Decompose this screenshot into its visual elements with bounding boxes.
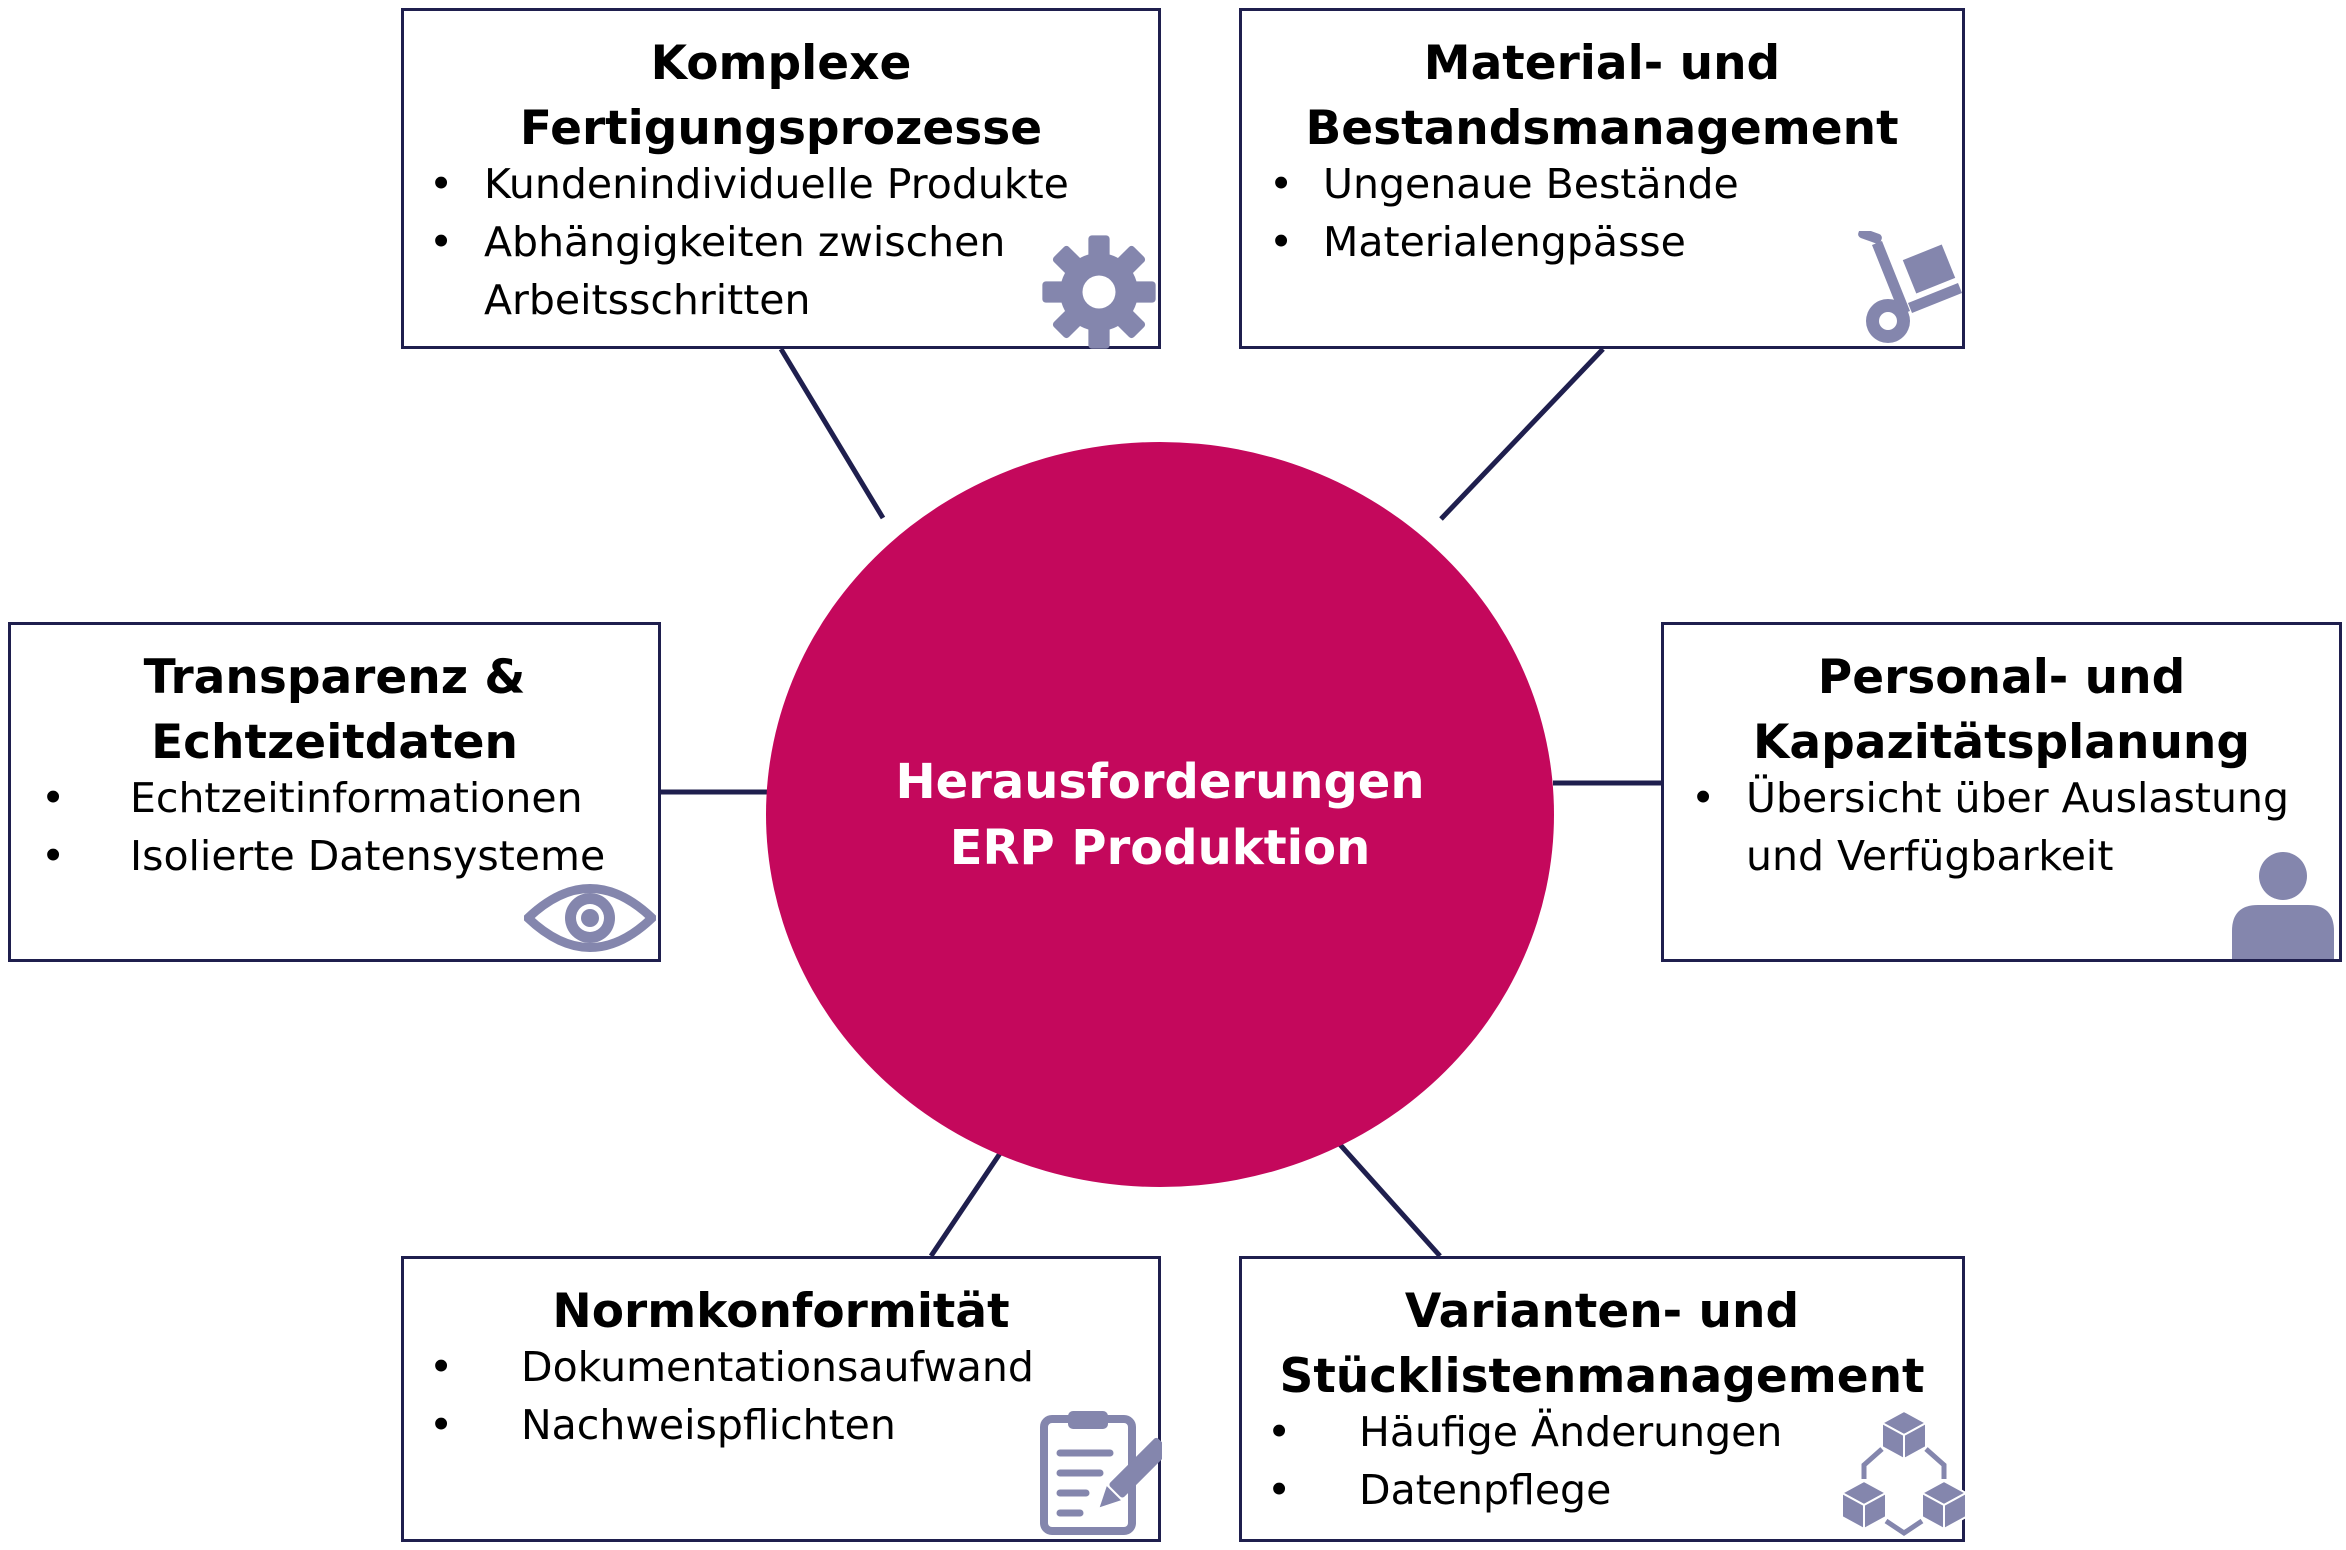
connector-material	[1439, 347, 1605, 521]
box-title: Komplexe Fertigungsprozesse	[519, 36, 1043, 156]
list-item: • Dokumentationsaufwand	[429, 1343, 1034, 1391]
list-item: • Nachweispflichten	[429, 1401, 896, 1449]
person-icon	[2230, 851, 2336, 959]
box-title: Material- und Bestandsmanagement	[1305, 36, 1899, 156]
list-item: • Kundenindividuelle Produkte	[429, 160, 1069, 208]
box-fertigungsprozesse: Komplexe Fertigungsprozesse • Kundenindi…	[401, 8, 1161, 349]
box-normkonformitaet: Normkonformität • Dokumentationsaufwand …	[401, 1256, 1162, 1542]
box-kapazitaetsplanung: Personal- und Kapazitätsplanung • Übersi…	[1661, 622, 2342, 962]
box-stuecklistenmanagement: Varianten- und Stücklistenmanagement • H…	[1239, 1256, 1968, 1542]
bullet-list: • Echtzeitinformationen • Isolierte Date…	[11, 769, 658, 885]
center-title-line2: ERP Produktion	[949, 819, 1371, 876]
list-item: • Materialengpässe	[1269, 218, 1686, 266]
bullet-list: • Dokumentationsaufwand • Nachweispflich…	[404, 1338, 1158, 1454]
eye-icon	[524, 881, 656, 955]
box-bestandsmanagement: Material- und Bestandsmanagement • Ungen…	[1239, 8, 1965, 349]
list-item: • Übersicht über Auslastung und Verfügba…	[1691, 774, 2289, 880]
list-item: • Abhängigkeiten zwischen Arbeitsschritt…	[429, 218, 1006, 324]
connector-fertigung	[778, 347, 886, 520]
list-item: • Datenpflege	[1267, 1466, 1612, 1514]
bullet-list: • Ungenaue Bestände • Materialengpässe	[1242, 155, 1962, 271]
bullet-list: • Kundenindividuelle Produkte • Abhängig…	[404, 155, 1158, 329]
box-title: Normkonformität	[552, 1284, 1010, 1339]
list-item: • Häufige Änderungen	[1267, 1408, 1783, 1456]
box-transparenz: Transparenz & Echtzeitdaten • Echtzeitin…	[8, 622, 661, 962]
connector-varianten	[1333, 1137, 1442, 1258]
connector-norm	[928, 1144, 1008, 1258]
bullet-list: • Häufige Änderungen • Datenpflege	[1242, 1403, 1962, 1519]
center-hub: Herausforderungen ERP Produktion	[766, 442, 1554, 1187]
clipboard-icon	[1040, 1409, 1162, 1535]
list-item: • Ungenaue Bestände	[1269, 160, 1739, 208]
list-item: • Isolierte Datensysteme	[41, 832, 606, 880]
list-item: • Echtzeitinformationen	[41, 774, 583, 822]
center-title-line1: Herausforderungen	[895, 753, 1425, 810]
box-title: Transparenz & Echtzeitdaten	[143, 650, 526, 770]
bullet-list: • Übersicht über Auslastung und Verfügba…	[1664, 769, 2339, 885]
cubes-icon	[1840, 1409, 1968, 1539]
gear-icon	[1040, 233, 1158, 351]
box-title: Varianten- und Stücklistenmanagement	[1279, 1284, 1925, 1404]
box-title: Personal- und Kapazitätsplanung	[1752, 650, 2251, 770]
hand-truck-icon	[1858, 231, 1964, 347]
